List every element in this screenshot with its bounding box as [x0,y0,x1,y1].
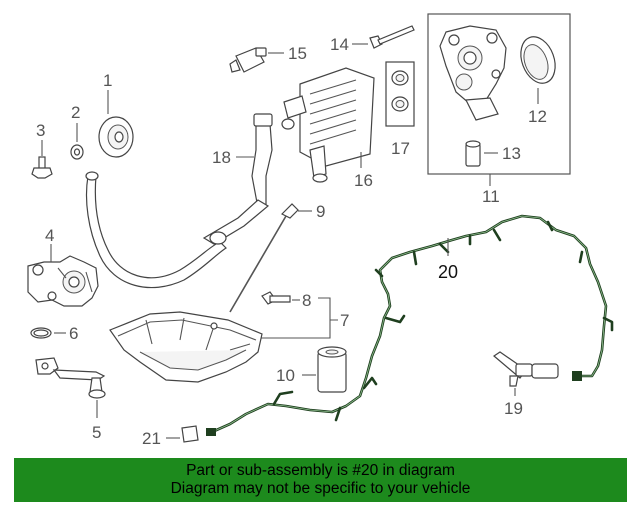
callout-17[interactable]: 17 [391,139,410,158]
part-18-hose[interactable] [202,113,273,245]
callout-4[interactable]: 4 [45,226,54,245]
part-19-sensor[interactable] [493,351,559,387]
callout-8[interactable]: 8 [302,291,311,310]
part-12-seal[interactable] [515,32,561,88]
callout-15[interactable]: 15 [288,44,307,63]
fitment-banner: Part or sub-assembly is #20 in diagram D… [14,458,627,502]
callout-6[interactable]: 6 [69,324,78,343]
part-15-sensor[interactable] [229,47,267,73]
part-9-dipstick[interactable] [229,203,299,313]
callout-5[interactable]: 5 [92,423,101,442]
part-13-plug[interactable] [465,140,481,167]
part-14-bolt[interactable] [369,25,415,49]
callout-11[interactable]: 11 [482,187,500,206]
callout-1[interactable]: 1 [103,71,112,90]
callout-14[interactable]: 14 [330,35,349,54]
part-4-oil-pump[interactable] [27,255,99,307]
callout-7[interactable]: 7 [340,311,349,330]
part-20-wiring-harness[interactable] [206,214,614,436]
banner-line-1: Part or sub-assembly is #20 in diagram [186,462,455,479]
coolant-hose[interactable] [85,171,227,289]
callout-13[interactable]: 13 [502,144,521,163]
part-1-pulley[interactable] [98,116,134,158]
part-17-gaskets[interactable] [385,61,415,127]
part-3-bolt[interactable] [31,156,53,179]
callout-16[interactable]: 16 [354,171,373,190]
part-21-connector[interactable] [181,425,199,443]
callout-3[interactable]: 3 [36,121,45,140]
part-2-washer[interactable] [70,144,84,160]
part-10-oil-filter[interactable] [317,346,347,393]
callout-19[interactable]: 19 [504,399,523,418]
callout-12[interactable]: 12 [528,107,547,126]
part-11-assembly-box[interactable] [427,13,571,175]
part-16-oil-cooler[interactable] [281,67,375,183]
part-7-oil-pan[interactable] [109,311,263,383]
callout-18[interactable]: 18 [212,148,231,167]
callout-10[interactable]: 10 [276,366,295,385]
part-8-bolt[interactable] [261,291,291,305]
callout-2[interactable]: 2 [71,103,80,122]
callout-20[interactable]: 20 [438,262,458,282]
part-5-pickup-tube[interactable] [35,357,106,399]
part-6-o-ring[interactable] [30,327,52,339]
callout-9[interactable]: 9 [316,202,325,221]
housing-assembly[interactable] [439,25,507,121]
banner-line-2: Diagram may not be specific to your vehi… [170,480,471,497]
parts-diagram: 1 2 3 4 6 5 [27,13,614,448]
callout-21[interactable]: 21 [142,429,161,448]
